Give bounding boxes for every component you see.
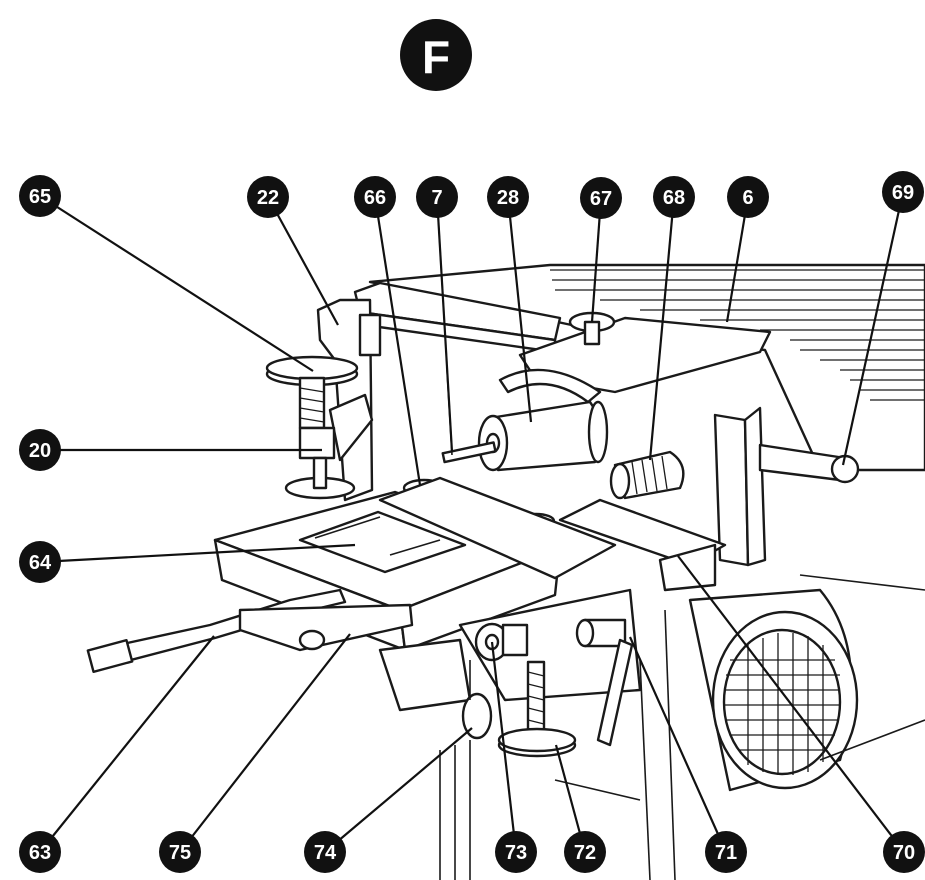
leader-65 [39, 195, 314, 372]
callout-67: 67 [580, 177, 622, 219]
svg-text:7: 7 [431, 187, 442, 209]
callout-68: 68 [653, 176, 695, 218]
svg-text:68: 68 [663, 187, 685, 209]
svg-text:72: 72 [574, 842, 596, 864]
leader-28 [506, 196, 533, 423]
callout-73: 73 [495, 831, 537, 873]
svg-text:28: 28 [497, 187, 519, 209]
knurled-knob [609, 450, 685, 500]
svg-text:66: 66 [364, 187, 386, 209]
figure-letter-badge: F [400, 19, 472, 91]
leader-64 [39, 543, 356, 564]
callout-69: 69 [882, 171, 924, 213]
svg-text:63: 63 [29, 842, 51, 864]
svg-text:71: 71 [715, 842, 737, 864]
callout-65: 65 [19, 175, 61, 217]
leader-63 [39, 635, 215, 853]
leader-68 [648, 196, 676, 461]
svg-text:22: 22 [257, 187, 279, 209]
slide-rail [558, 498, 727, 592]
callout-66: 66 [354, 176, 396, 218]
callout-71: 71 [705, 831, 747, 873]
svg-text:6: 6 [742, 187, 753, 209]
callout-74: 74 [304, 831, 346, 873]
svg-text:74: 74 [314, 842, 337, 864]
svg-text:67: 67 [590, 188, 612, 210]
leader-69 [841, 191, 905, 466]
motor [688, 588, 859, 792]
machine-illustration [86, 263, 925, 880]
svg-text:20: 20 [29, 440, 51, 462]
callout-63: 63 [19, 831, 61, 873]
middle-table [378, 476, 617, 580]
guide-rod [238, 603, 414, 652]
right-upright [713, 406, 767, 567]
motor-grille [725, 633, 840, 775]
svg-text:64: 64 [29, 552, 52, 574]
release-knob [461, 660, 493, 880]
leader-6 [725, 196, 750, 323]
svg-text:65: 65 [29, 186, 51, 208]
leader-75 [179, 633, 351, 853]
clamp-bracket [284, 393, 374, 500]
callout-20: 20 [19, 429, 61, 471]
leader-7 [435, 196, 454, 453]
callout-badges: 65 22 66 7 28 67 68 6 69 20 64 63 75 74 … [19, 171, 925, 873]
leader-74 [324, 727, 473, 853]
callout-75: 75 [159, 831, 201, 873]
callout-22: 22 [247, 176, 289, 218]
leader-22 [267, 196, 339, 326]
callout-6: 6 [727, 176, 769, 218]
callout-7: 7 [416, 176, 458, 218]
leader-73 [490, 641, 518, 853]
callout-28: 28 [487, 176, 529, 218]
leader-71 [628, 636, 728, 853]
cutter-block [477, 400, 609, 472]
side-lever [758, 443, 860, 484]
lower-handwheel [497, 660, 577, 758]
svg-text:70: 70 [893, 842, 915, 864]
cam-knob [474, 622, 529, 662]
base-frame [439, 574, 925, 880]
lower-housing [378, 588, 642, 712]
svg-text:F: F [422, 31, 450, 83]
leader-70 [677, 555, 905, 853]
left-column [316, 298, 382, 502]
leader-66 [373, 196, 422, 486]
callout-64: 64 [19, 541, 61, 583]
leader-lines [39, 191, 905, 853]
callout-72: 72 [564, 831, 606, 873]
lock-lever [575, 618, 634, 747]
svg-text:69: 69 [892, 182, 914, 204]
height-handwheel [265, 355, 359, 430]
svg-text:75: 75 [169, 842, 191, 864]
callout-70: 70 [883, 831, 925, 873]
svg-text:73: 73 [505, 842, 527, 864]
